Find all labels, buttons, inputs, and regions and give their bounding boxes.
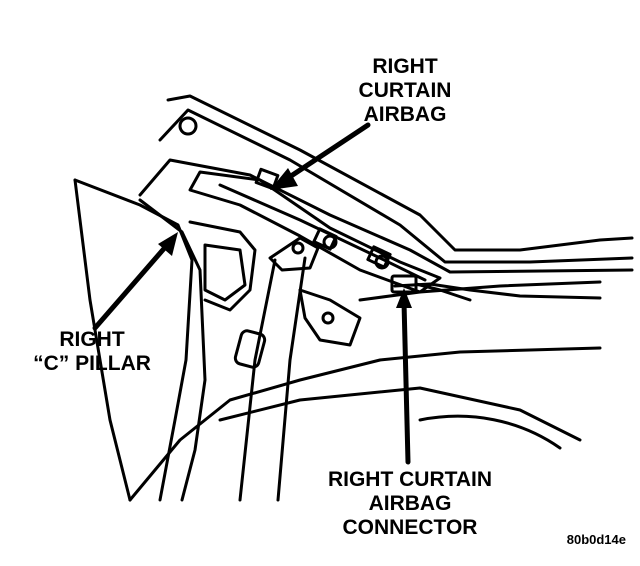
c-pillar-panel [203, 243, 247, 302]
seatbelt-anchor [268, 236, 320, 272]
connector-arrowhead [396, 288, 412, 308]
roof-rail-inner [158, 108, 634, 264]
curtain-airbag-leader [285, 122, 371, 181]
mount-bracket [298, 288, 362, 347]
c-pillar-trim [188, 220, 257, 312]
curtain-airbag-module [188, 170, 442, 294]
airbag-fastener-2 [322, 234, 338, 250]
anchor-bolt [291, 241, 305, 255]
c-pillar-inner [138, 198, 207, 502]
curtain-airbag-arrowhead [270, 168, 298, 190]
curtain-airbag-fold [218, 183, 427, 282]
label-line: CURTAIN [358, 79, 452, 102]
label-line: RIGHT [59, 328, 125, 351]
label-line: AIRBAG [363, 103, 447, 126]
label-right-c-pillar: RIGHT “C” PILLAR [22, 328, 162, 376]
label-line: AIRBAG [368, 492, 452, 515]
figure-code: 80b0d14e [566, 532, 626, 547]
connector-wire [414, 282, 472, 302]
connector-leader [401, 299, 411, 465]
airbag-bracket-1 [254, 167, 280, 191]
label-right-curtain-airbag: RIGHT CURTAIN AIRBAG [340, 55, 470, 127]
mount-bolt [321, 311, 335, 325]
c-pillar-leader [92, 241, 171, 331]
roof-rail-outline [166, 94, 634, 252]
label-line: CONNECTOR [342, 516, 478, 539]
airbag-fastener-1 [178, 116, 198, 136]
seatbelt-strip-left [238, 258, 277, 502]
roof-lower-edge [138, 158, 634, 274]
wheelhouse-curve [418, 414, 562, 450]
quarter-trim-lower [128, 346, 602, 502]
label-line: “C” PILLAR [33, 352, 151, 375]
airbag-fastener-3 [374, 254, 390, 270]
c-pillar-arrowhead [158, 232, 178, 256]
trunk-opening [73, 178, 132, 502]
label-line: RIGHT CURTAIN [327, 468, 493, 491]
airbag-bracket-2 [312, 227, 338, 251]
label-line: RIGHT [372, 55, 438, 78]
c-pillar-outer [73, 178, 194, 502]
seatbelt-retractor [233, 329, 267, 369]
quarter-trim-curve [218, 386, 582, 442]
label-right-curtain-airbag-connector: RIGHT CURTAIN AIRBAG CONNECTOR [300, 468, 520, 540]
